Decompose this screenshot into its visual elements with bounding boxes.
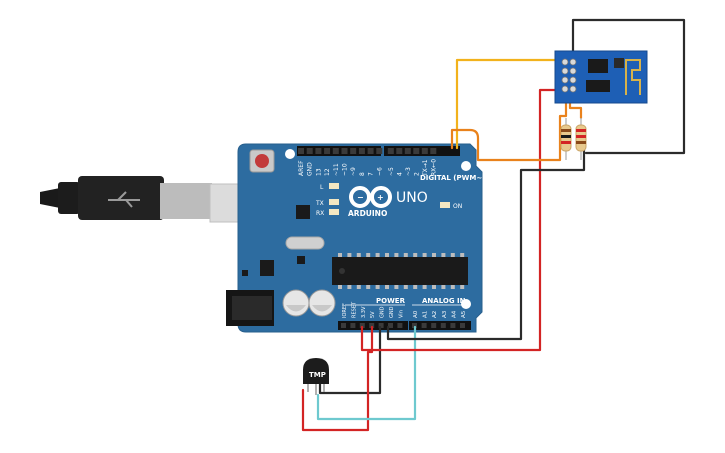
top-pin-label: 8 <box>359 172 366 176</box>
top-pin-label: TX→1 <box>422 159 429 177</box>
logo-text: ARDUINO <box>348 209 387 218</box>
top-pin-label: AREF <box>298 160 305 176</box>
smd-component <box>297 256 305 264</box>
esp8266-module[interactable] <box>554 50 648 104</box>
sensor-label: TMP <box>309 371 326 379</box>
esp-flash-chip <box>586 80 610 92</box>
reset-button[interactable] <box>249 149 275 173</box>
wire-gnd-esp <box>386 148 586 341</box>
power-jack <box>226 290 274 326</box>
analog-pin-label: A5 <box>461 310 467 318</box>
wire-5v-sensor <box>301 325 374 432</box>
usb-chip <box>296 205 310 219</box>
led-tx-label: TX <box>315 200 324 207</box>
power-pin-label: GND <box>380 306 386 318</box>
top-pin-label: ~10 <box>342 163 349 176</box>
arduino-logo: − + ARDUINO UNO <box>348 186 428 218</box>
power-pin-label: GND <box>389 306 395 318</box>
esp-crystal <box>614 58 624 68</box>
mounting-hole <box>285 149 295 159</box>
led-rx-label: RX <box>316 210 324 217</box>
top-pin-label: 13 <box>315 168 322 176</box>
crystal <box>285 236 325 250</box>
analog-pin-label: A4 <box>451 310 457 318</box>
mounting-hole <box>461 161 471 171</box>
infinity-logo-icon <box>349 186 392 208</box>
capacitor <box>282 289 310 317</box>
digital-header-label: DIGITAL (PWM~) <box>420 174 485 182</box>
analog-header <box>409 321 471 330</box>
wire-gnd-sensor <box>318 325 382 395</box>
power-pin-label: 5V <box>370 311 376 318</box>
esp-header-pins <box>561 58 577 93</box>
wire-tx-esp <box>455 58 562 150</box>
analog-pin-label: A2 <box>432 311 438 318</box>
top-pin-label: 4 <box>396 172 403 176</box>
top-pin-label: GND <box>307 162 314 176</box>
voltage-regulator <box>260 260 274 276</box>
capacitor <box>308 289 336 317</box>
status-leds: L TX RX ON <box>315 183 462 217</box>
antenna-icon <box>625 59 641 95</box>
mounting-hole <box>461 299 471 309</box>
svg-text:−: − <box>357 193 364 202</box>
top-pin-label: ~6 <box>376 167 383 176</box>
wire-gnd-esp-top <box>571 18 686 155</box>
power-pin-label: 3.3V <box>361 306 367 318</box>
wire-signal-a0 <box>316 325 417 421</box>
analog-pin-label: A1 <box>423 311 429 318</box>
top-pin-label: 2 <box>413 172 420 176</box>
svg-text:+: + <box>377 193 384 202</box>
top-pin-label: ~9 <box>350 167 357 176</box>
atmega-chip <box>332 253 468 289</box>
wire-3v3-esp <box>360 88 562 352</box>
top-pin-label: 12 <box>324 168 331 176</box>
usb-symbol-icon <box>108 191 140 208</box>
wire-divider-esp <box>568 98 583 120</box>
led-l-label: L <box>320 184 324 191</box>
resistor <box>560 118 572 160</box>
power-pin-label: IOREF <box>342 303 348 318</box>
tmp-temperature-sensor[interactable]: TMP <box>303 358 329 395</box>
analog-pin-label: A0 <box>413 310 419 318</box>
analog-label: ANALOG IN <box>422 297 466 305</box>
top-pin-label: 7 <box>368 172 375 176</box>
led-on-label: ON <box>453 203 462 210</box>
wire-rx-divider <box>450 74 574 162</box>
top-pin-label: ~11 <box>333 163 340 176</box>
power-label: POWER <box>376 297 406 305</box>
top-pin-label: RX←0 <box>430 159 437 176</box>
power-pin-label: Vin <box>398 310 404 318</box>
power-pin-label: RESET <box>351 301 357 318</box>
top-pin-label: ~5 <box>388 167 395 176</box>
usb-cable <box>40 176 267 223</box>
analog-pin-label: A3 <box>442 310 448 318</box>
smd-component <box>242 270 248 276</box>
wires <box>301 18 686 432</box>
resistor <box>575 118 587 160</box>
top-pin-label: ~3 <box>405 167 412 176</box>
esp-chip <box>588 59 608 73</box>
model-text: UNO <box>396 190 428 206</box>
